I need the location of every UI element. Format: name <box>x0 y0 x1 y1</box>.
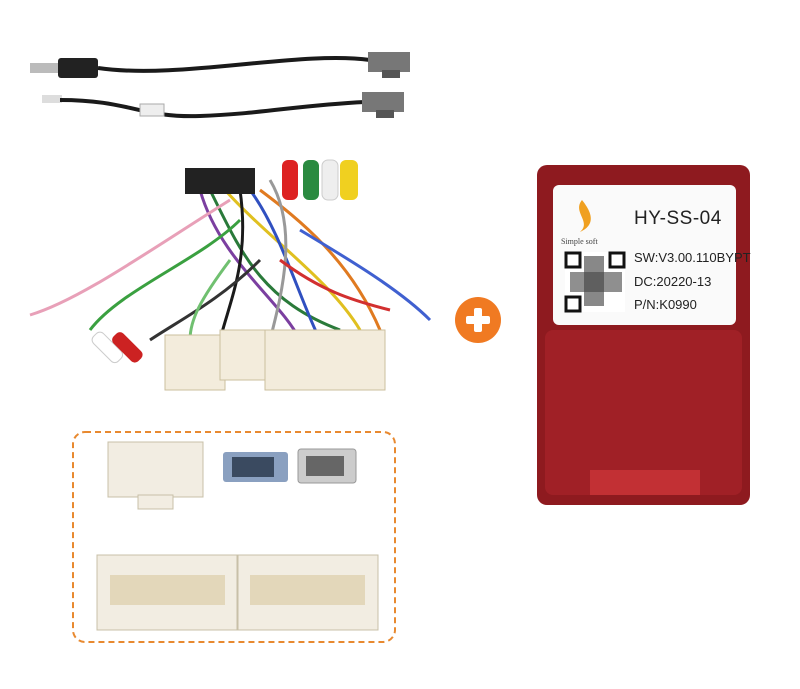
flame-logo <box>579 200 591 232</box>
rca-plugs <box>91 159 358 364</box>
harness-connectors <box>164 329 386 391</box>
wiring-harness <box>29 179 432 342</box>
part-number-label: P/N:K0990 <box>634 297 697 312</box>
plus-icon <box>455 297 501 343</box>
brand-label: Simple soft <box>561 237 598 246</box>
date-code-label: DC:20220-13 <box>634 274 712 289</box>
connector-detail-frame <box>72 431 396 643</box>
canbus-module <box>537 165 750 505</box>
model-label: HY-SS-04 <box>634 208 722 229</box>
harness-plug <box>185 168 255 194</box>
qr-code <box>564 251 626 313</box>
software-label: SW:V3.00.110BYPT <box>634 250 751 265</box>
antenna-cable <box>30 52 410 119</box>
